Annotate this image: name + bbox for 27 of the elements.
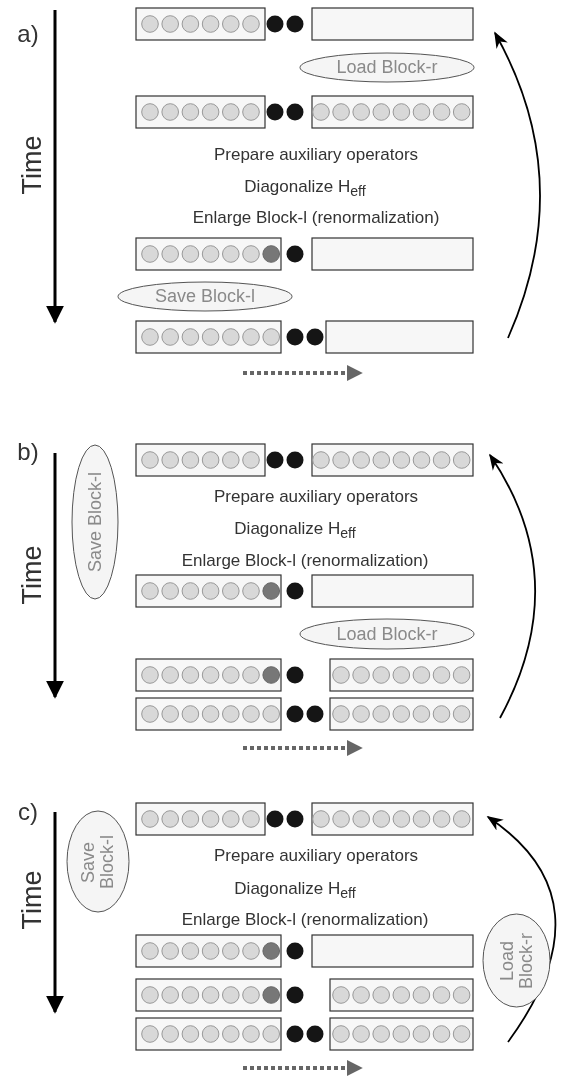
ellipse-node [71,444,119,600]
step-text: Diagonalize H$_{eff}$ [234,880,356,902]
panel-label: c) [18,798,38,826]
step-text: Diagonalize H$_{eff}$ [234,520,356,542]
step-text: Diagonalize H$_{eff}$ [244,178,366,200]
node-label: Load Block-r [336,624,438,644]
ellipse-node [117,281,293,312]
axis-title: Time [18,870,48,930]
ellipse-node [66,810,130,913]
axis-title: Time [18,135,48,195]
step-text: Enlarge Block-l (renormalization) [181,551,429,571]
axis-title: Time [18,545,48,605]
ellipse-node [299,52,475,83]
node-label: Save Block-l [85,471,105,572]
step-text: Prepare auxiliary operators [213,145,419,165]
node-label: Load Block-r [336,58,438,77]
node-label: Save Block-l [154,287,255,306]
step-text: Prepare auxiliary operators [213,846,419,866]
node-label: Save Block-l [79,833,117,891]
panel-label: b) [17,438,39,466]
ellipse-node [299,618,475,650]
ellipse-node [482,913,551,1008]
step-text: Prepare auxiliary operators [213,487,419,507]
step-text: Enlarge Block-l (renormalization) [181,910,429,930]
step-text: Enlarge Block-l (renormalization) [192,208,440,228]
panel-label: a) [17,20,39,48]
node-label: Load Block-r [497,931,536,991]
